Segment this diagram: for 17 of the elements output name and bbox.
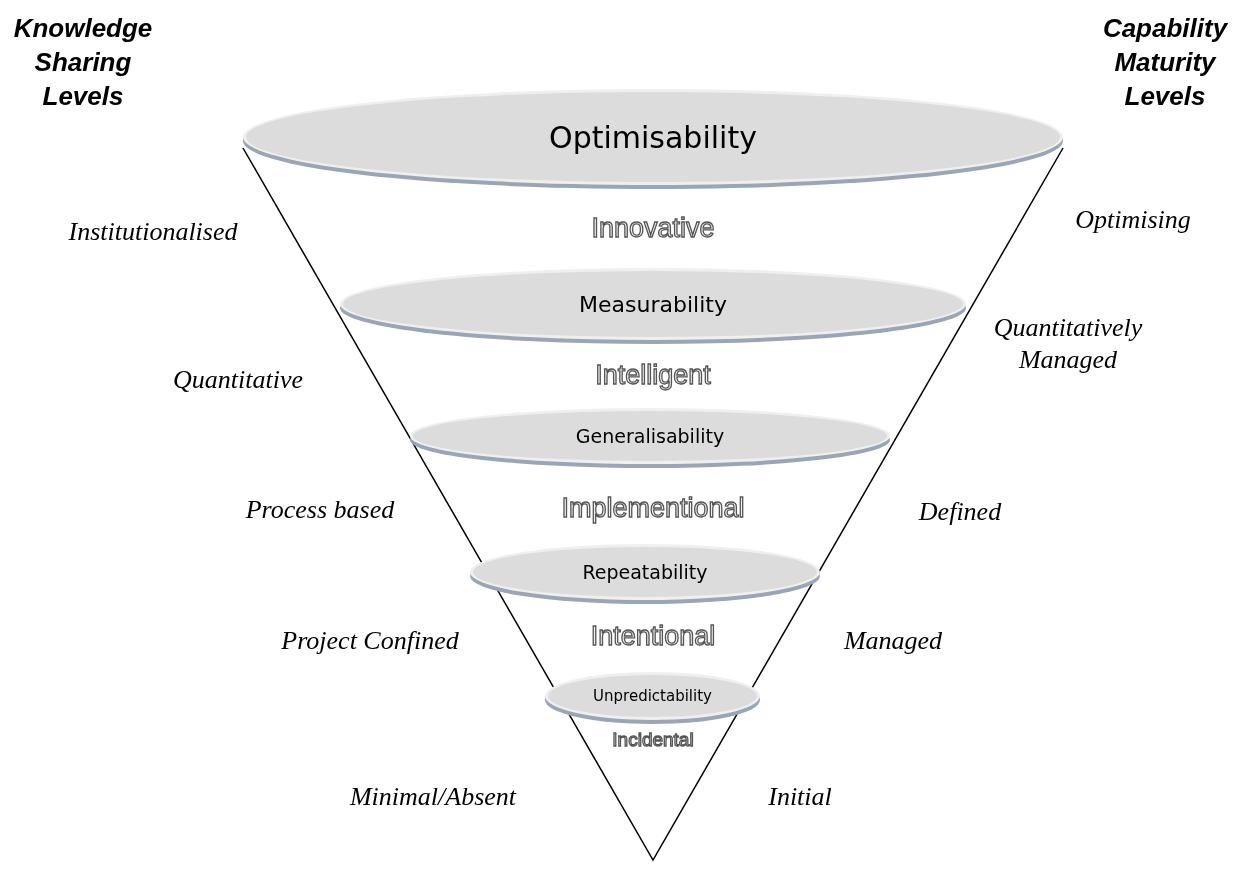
level-name: Defined [918, 496, 1002, 528]
outlined-level-name: Incidental [612, 729, 694, 751]
outlined-level-name: Innovative [591, 212, 715, 244]
outlined-level-name: Intelligent [595, 359, 711, 391]
level-name: Minimal/Absent [349, 781, 517, 813]
level-name: Quantitatively Managed [992, 312, 1144, 376]
level-name: Project Confined [281, 625, 459, 657]
column-heading: Capability Maturity Levels [1101, 12, 1229, 113]
outlined-level-name: Intentional [590, 620, 716, 652]
level-name: Optimising [1075, 204, 1191, 236]
level-name: Institutionalised [68, 216, 238, 248]
level-name: Quantitative [173, 364, 303, 396]
level-name: Initial [768, 781, 832, 813]
column-heading: Knowledge Sharing Levels [12, 12, 154, 113]
outlined-level-name: Implementional [561, 492, 745, 524]
level-name: Process based [245, 494, 395, 526]
level-name: Managed [843, 625, 943, 657]
